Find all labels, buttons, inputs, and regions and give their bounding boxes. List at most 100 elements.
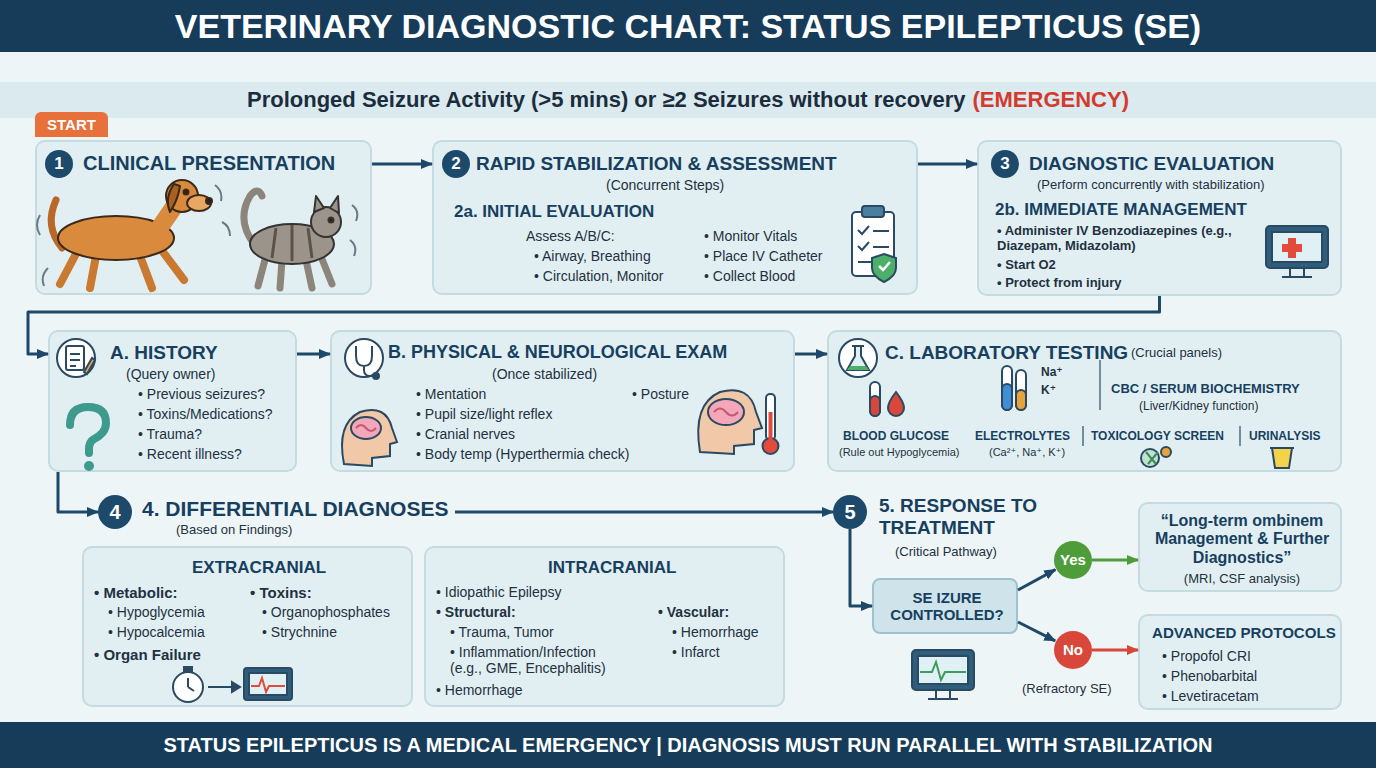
clipboard-icon-part bbox=[872, 254, 896, 282]
history-icons-part bbox=[66, 346, 84, 370]
flow-arrow bbox=[455, 511, 833, 514]
box-text: • Protect from injury bbox=[997, 276, 1121, 291]
history-icons-part bbox=[57, 339, 95, 377]
caption: STATUS EPILEPTICUS IS A MEDICAL EMERGENC… bbox=[0, 722, 1376, 768]
box-text: • Collect Blood bbox=[704, 268, 795, 284]
box-text: • Administer IV Benzodiazepines (e.g., D… bbox=[997, 224, 1247, 254]
cat-figure-part bbox=[314, 196, 339, 213]
box-text: 2a. INITIAL EVALUATION bbox=[454, 202, 654, 222]
lab-icons-part bbox=[1270, 447, 1294, 449]
flow-arrow bbox=[1018, 622, 1055, 641]
flow-arrow bbox=[1092, 559, 1138, 562]
box-text: (Concurrent Steps) bbox=[606, 177, 724, 193]
box-heading: B. PHYSICAL & NEUROLOGICAL EXAM bbox=[388, 342, 727, 363]
box-text: URINALYSIS bbox=[1249, 430, 1321, 444]
monitor-icon bbox=[1266, 226, 1328, 277]
dog-figure-part bbox=[206, 198, 212, 204]
clipboard-icon bbox=[852, 206, 896, 282]
box-text: • Trauma? bbox=[138, 426, 202, 442]
box-text: Assess A/B/C: bbox=[526, 228, 615, 244]
diagnostic-icons-part bbox=[918, 656, 968, 684]
dog-figure-part bbox=[37, 185, 230, 286]
box-heading: INTRACRANIAL bbox=[548, 558, 676, 578]
box-text: • Infarct bbox=[672, 644, 720, 660]
step-heading: 44. DIFFERENTIAL DIAGNOSES(Based on Find… bbox=[98, 495, 455, 540]
box-text: ELECTROLYTES bbox=[975, 430, 1070, 444]
diagnostic-icons-part bbox=[208, 686, 232, 688]
box-text: 2b. IMMEDIATE MANAGEMENT bbox=[995, 200, 1247, 220]
lab-icons-part bbox=[1016, 390, 1026, 410]
box-text: • Strychnine bbox=[262, 624, 337, 640]
lab-icons-part bbox=[1083, 360, 1240, 446]
branch-label: No bbox=[1054, 631, 1092, 669]
diagnostic-icons-part bbox=[173, 672, 203, 702]
lab-icons-part bbox=[839, 339, 877, 377]
box-text: • Toxins/Medications? bbox=[138, 406, 273, 422]
box-text: • Propofol CRI bbox=[1162, 648, 1251, 664]
flow-arrow bbox=[372, 163, 432, 166]
exam-icons-part bbox=[351, 417, 381, 439]
box-heading: CLINICAL PRESENTATION bbox=[83, 152, 335, 175]
flow-arrow bbox=[1018, 570, 1055, 590]
box-text: (Query owner) bbox=[126, 366, 215, 382]
clipboard-icon-part bbox=[862, 206, 884, 217]
lab-icons-part bbox=[1272, 448, 1292, 468]
diagnostic-icons-part bbox=[244, 668, 292, 700]
box-text: Na⁺ bbox=[1041, 366, 1063, 380]
box-text: (Crucial panels) bbox=[1131, 346, 1222, 361]
box-text: • Hemorrhage bbox=[436, 682, 523, 698]
dog-figure bbox=[37, 180, 230, 288]
subtitle-band: Prolonged Seizure Activity (>5 mins) or … bbox=[0, 82, 1376, 118]
cat-figure-part bbox=[329, 218, 334, 223]
box-text: • Inflammation/Infection (e.g., GME, Enc… bbox=[450, 644, 630, 676]
box-heading: 5. RESPONSE TO TREATMENT bbox=[879, 495, 1044, 539]
lab-icons-part bbox=[847, 366, 869, 370]
lab-icons-part bbox=[1002, 366, 1012, 410]
box-heading: ADVANCED PROTOCOLS bbox=[1152, 624, 1336, 641]
box-heading: C. LABORATORY TESTING bbox=[885, 342, 1128, 364]
footer-band: STATUS EPILEPTICUS IS A MEDICAL EMERGENC… bbox=[0, 722, 1376, 768]
flow-arrow bbox=[28, 296, 1160, 354]
flow-arrow bbox=[795, 353, 827, 356]
lab-icons-part bbox=[1016, 370, 1026, 410]
dog-figure-part bbox=[168, 184, 180, 212]
box-text: • Pupil size/light reflex bbox=[416, 406, 552, 422]
step-number: 4 bbox=[98, 495, 132, 529]
box-text: CBC / SERUM BIOCHEMISTRY bbox=[1111, 382, 1300, 397]
diagnostic-icons-part bbox=[251, 678, 285, 692]
no-circle: No bbox=[1054, 631, 1092, 669]
exam-icons-part bbox=[373, 373, 379, 379]
exam-icons-part bbox=[356, 425, 376, 431]
box-text: • Place IV Catheter bbox=[704, 248, 823, 264]
diagnostic-icons bbox=[173, 650, 974, 702]
history-icons bbox=[57, 339, 106, 471]
step-number: 5 bbox=[833, 495, 867, 529]
step-number: 1 bbox=[45, 150, 73, 178]
dog-figure-part bbox=[184, 190, 189, 195]
diagnostic-icons-part bbox=[249, 673, 287, 695]
box-text: (Rule out Hypoglycemia) bbox=[839, 446, 959, 459]
lab-icons-part bbox=[888, 392, 904, 416]
flow-arrow bbox=[918, 163, 977, 166]
cat-figure bbox=[244, 191, 357, 288]
lab-icons-part bbox=[1161, 447, 1171, 457]
outcome-box: “Long-term ombinem Management & Further … bbox=[1138, 502, 1342, 592]
box-text: K⁺ bbox=[1041, 384, 1056, 398]
monitor-icon-part bbox=[1266, 226, 1328, 268]
clipboard-icon-part bbox=[879, 262, 890, 270]
lab-icons bbox=[839, 339, 1294, 468]
dog-figure-part bbox=[187, 195, 211, 211]
process-box: C. LABORATORY TESTING(Crucial panels) Na⁺… bbox=[827, 330, 1342, 472]
box-text: • Organophosphates bbox=[262, 604, 390, 620]
diagnostic-icons-part bbox=[232, 682, 240, 692]
step-number: 2 bbox=[442, 150, 470, 178]
outcome-box: ADVANCED PROTOCOLS• Propofol CRI• Phenob… bbox=[1138, 614, 1342, 710]
lab-icons-part bbox=[870, 382, 880, 416]
category-box: INTRACRANIAL• Idiopathic Epilepsy• Struc… bbox=[424, 546, 785, 707]
diagnostic-icons-part bbox=[184, 667, 192, 672]
box-text: • Start O2 bbox=[997, 258, 1056, 273]
box-text: • Circulation, Monitor bbox=[534, 268, 663, 284]
box-text: BLOOD GLUCOSE bbox=[843, 430, 949, 444]
box-text: • Hypoglycemia bbox=[108, 604, 205, 620]
monitor-icon-part bbox=[1272, 232, 1322, 262]
